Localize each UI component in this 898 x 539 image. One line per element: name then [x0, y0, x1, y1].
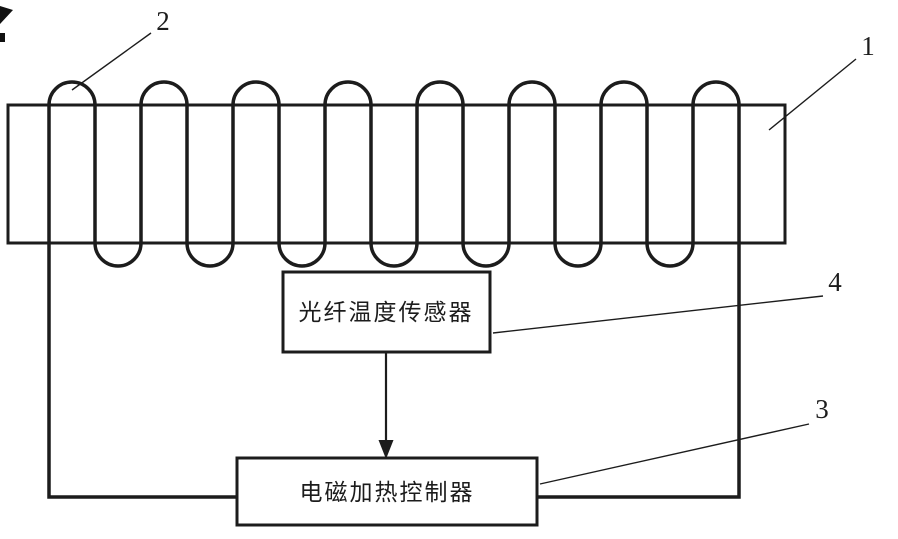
leader-lines [71, 32, 857, 485]
induction-coil [47, 80, 741, 499]
leader-line-ref3 [539, 423, 810, 485]
sensor-box-label: 光纤温度传感器 [299, 300, 474, 326]
scan-artifact [0, 6, 13, 42]
controller-box-label: 电磁加热控制器 [300, 480, 475, 506]
ref-label-4: 4 [828, 267, 842, 297]
leader-line-ref1 [768, 58, 857, 131]
ref-label-3: 3 [815, 394, 829, 424]
leader-line-ref2 [71, 32, 152, 91]
diagram-texts: 2 1 4 3 光纤温度传感器 电磁加热控制器 [156, 6, 875, 506]
ref-label-2: 2 [156, 6, 170, 36]
arrowhead-down-icon [378, 440, 394, 459]
controller-box [235, 456, 539, 527]
workpiece-rect [6, 103, 787, 245]
leader-line-ref4 [492, 295, 824, 334]
diagram-lines [6, 80, 787, 527]
ref-label-1: 1 [861, 31, 875, 61]
